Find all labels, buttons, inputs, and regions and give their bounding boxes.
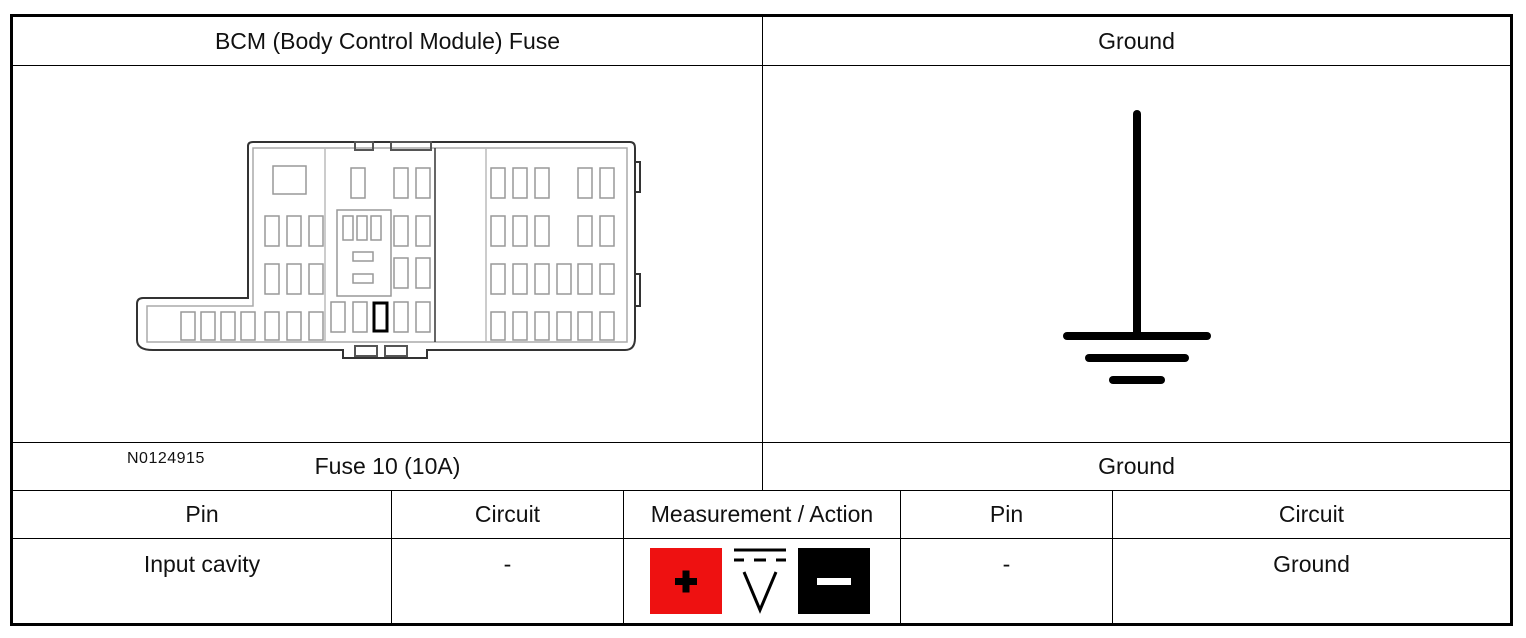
bcm-fuse-panel-diagram: N0124915 <box>13 66 762 467</box>
header-bcm-fuse: BCM (Body Control Module) Fuse <box>13 17 762 65</box>
col-header-pin-a: Pin <box>13 491 391 538</box>
cell-measurement <box>624 539 900 623</box>
cell-pin-a: Input cavity <box>13 539 391 623</box>
fuse-panel-icon <box>136 141 641 359</box>
col-header-label: Circuit <box>1278 501 1345 527</box>
pin-a-value: Input cavity <box>143 551 261 577</box>
positive-probe-icon <box>650 548 722 614</box>
fuse-label: Fuse 10 (10A) <box>314 453 461 479</box>
ground-label: Ground <box>1098 453 1175 479</box>
dc-voltmeter-icons <box>650 548 870 614</box>
grid-line <box>623 491 624 623</box>
grid-line <box>762 17 763 491</box>
col-header-pin-b: Pin <box>901 491 1112 538</box>
dc-voltage-icon <box>734 548 786 614</box>
ground-symbol-panel <box>763 66 1510 442</box>
cell-circuit-b: Ground <box>1113 539 1510 623</box>
header-left-label: BCM (Body Control Module) Fuse <box>214 27 561 54</box>
col-header-label: Measurement / Action <box>650 501 874 527</box>
grid-line <box>13 490 1510 491</box>
figure-ref-code: N0124915 <box>127 450 205 467</box>
grid-line <box>13 538 1510 539</box>
grid-line <box>391 491 392 623</box>
grid-line <box>13 442 1510 443</box>
col-header-label: Pin <box>185 501 219 527</box>
test-table: BCM (Body Control Module) Fuse Ground <box>10 14 1513 626</box>
connection-left: Fuse 10 (10A) <box>13 443 762 490</box>
ground-symbol-icon <box>1062 110 1211 384</box>
header-ground: Ground <box>763 17 1510 65</box>
header-right-label: Ground <box>1098 27 1175 54</box>
cell-pin-b: - <box>901 539 1112 623</box>
grid-line <box>900 491 901 623</box>
circuit-b-value: Ground <box>1273 551 1350 577</box>
col-header-circuit-a: Circuit <box>392 491 623 538</box>
pin-b-value: - <box>1002 551 1011 577</box>
col-header-circuit-b: Circuit <box>1113 491 1510 538</box>
grid-line <box>1112 491 1113 623</box>
col-header-label: Pin <box>989 501 1024 527</box>
connection-right: Ground <box>763 443 1510 490</box>
negative-probe-icon <box>798 548 870 614</box>
circuit-a-value: - <box>503 551 512 577</box>
grid-line <box>13 65 1510 66</box>
fuse-10-highlight <box>372 301 389 333</box>
col-header-label: Circuit <box>474 501 541 527</box>
col-header-measurement: Measurement / Action <box>624 491 900 538</box>
cell-circuit-a: - <box>392 539 623 623</box>
